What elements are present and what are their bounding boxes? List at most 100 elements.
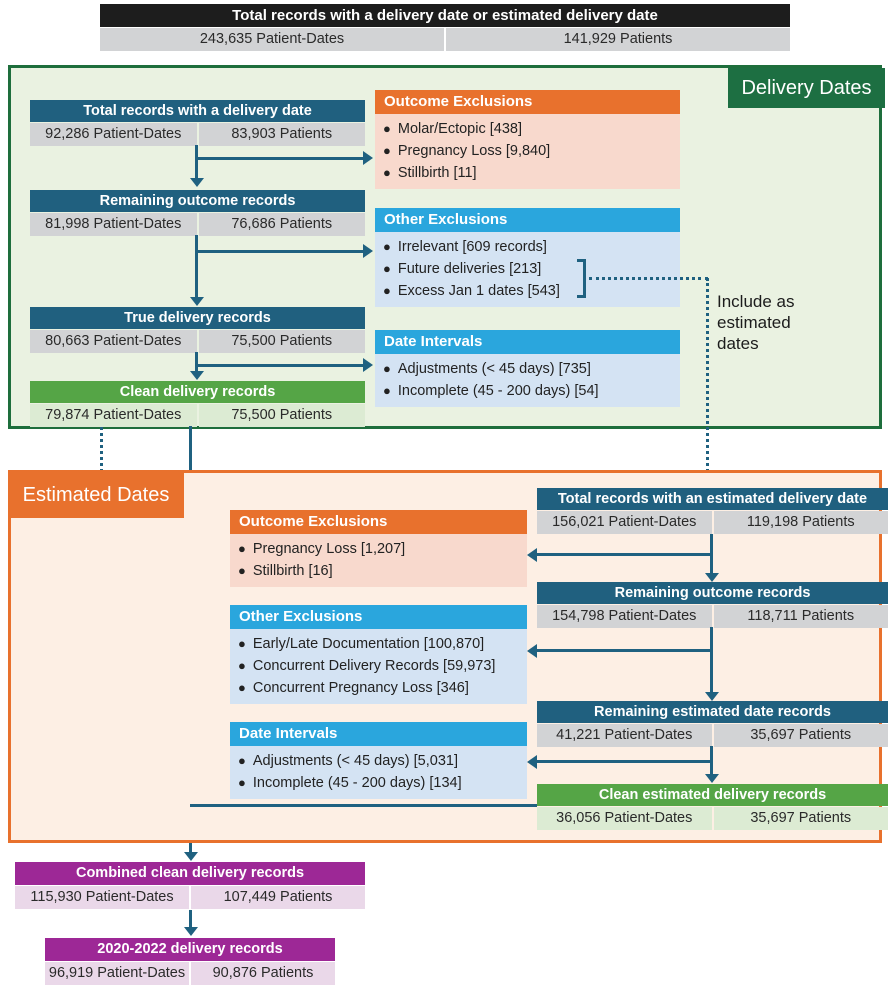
exclusion-item: ●Adjustments (< 45 days) [735] [383,361,591,377]
arrow-left [527,755,537,769]
estimated-date-intervals: Date Intervals ●Adjustments (< 45 days) … [230,722,527,799]
arrow-line [710,627,713,692]
exclusion-item: ●Stillbirth [11] [383,165,477,181]
value-patient-dates: 80,663 Patient-Dates [30,330,197,353]
bullet-icon: ● [238,563,246,578]
value-patients: 75,500 Patients [198,330,365,353]
arrow-down [190,297,204,306]
bullet-icon: ● [383,143,391,158]
arrow-line [195,145,198,178]
bullet-icon: ● [383,261,391,276]
summary-patient-dates: 243,635 Patient-Dates [100,28,444,51]
value-patient-dates: 81,998 Patient-Dates [30,213,197,236]
exclusion-item: ●Concurrent Delivery Records [59,973] [238,658,496,674]
exclusion-title: Date Intervals [230,722,527,746]
arrow-right [363,358,373,372]
value-patients: 107,449 Patients [191,886,365,909]
exclusion-title: Outcome Exclusions [230,510,527,534]
value-patients: 119,198 Patients [713,511,888,534]
value-patient-dates: 96,919 Patient-Dates [45,962,189,985]
exclusion-item: ●Molar/Ectopic [438] [383,121,522,137]
bullet-icon: ● [383,383,391,398]
bullet-icon: ● [238,680,246,695]
exclusion-title: Date Intervals [375,330,680,354]
exclusion-item: ●Excess Jan 1 dates [543] [383,283,560,299]
box-true-delivery: True delivery records 80,663 Patient-Dat… [30,307,365,353]
arrow-right [363,244,373,258]
value-patients: 83,903 Patients [198,123,365,146]
arrow-line [196,157,363,160]
bullet-icon: ● [383,239,391,254]
bracket [577,259,586,298]
value-patient-dates: 156,021 Patient-Dates [537,511,712,534]
value-patient-dates: 92,286 Patient-Dates [30,123,197,146]
value-patients: 118,711 Patients [713,605,888,628]
exclusion-item: ●Pregnancy Loss [9,840] [383,143,551,159]
arrow-left [527,644,537,658]
summary-patients: 141,929 Patients [446,28,790,51]
box-est-remaining-outcome: Remaining outcome records 154,798 Patien… [537,582,888,628]
arrow-line [535,649,712,652]
exclusion-item: ●Incomplete (45 - 200 days) [54] [383,383,599,399]
value-patient-dates: 154,798 Patient-Dates [537,605,712,628]
box-total-estimated: Total records with an estimated delivery… [537,488,888,534]
estimated-dates-label: Estimated Dates [8,473,184,518]
summary-header: Total records with a delivery date or es… [100,4,790,51]
box-title: Remaining outcome records [537,582,888,604]
box-clean-delivery: Clean delivery records 79,874 Patient-Da… [30,381,365,427]
exclusion-item: ●Stillbirth [16] [238,563,333,579]
bullet-icon: ● [383,121,391,136]
dotted-connector-v [706,278,709,477]
box-title: Remaining outcome records [30,190,365,212]
arrow-line [196,250,363,253]
box-remaining-outcome: Remaining outcome records 81,998 Patient… [30,190,365,236]
arrow-left [527,548,537,562]
exclusion-item: ●Adjustments (< 45 days) [5,031] [238,753,458,769]
box-title: Clean estimated delivery records [537,784,888,806]
arrow-down [184,852,198,861]
arrow-line [189,910,192,927]
box-title: Clean delivery records [30,381,365,403]
box-title: Combined clean delivery records [15,862,365,885]
value-patients: 75,500 Patients [198,404,365,427]
box-2020-2022: 2020-2022 delivery records 96,919 Patien… [45,938,335,985]
arrow-down [190,178,204,187]
box-total-delivery: Total records with a delivery date 92,28… [30,100,365,146]
box-est-remaining-date: Remaining estimated date records 41,221 … [537,701,888,747]
exclusion-item: ●Incomplete (45 - 200 days) [134] [238,775,462,791]
value-patient-dates: 79,874 Patient-Dates [30,404,197,427]
box-title: Total records with a delivery date [30,100,365,122]
value-patients: 35,697 Patients [713,807,888,830]
arrow-down [705,774,719,783]
exclusion-item: ●Pregnancy Loss [1,207] [238,541,406,557]
delivery-other-exclusions: Other Exclusions ●Irrelevant [609 record… [375,208,680,307]
arrow-down [190,371,204,380]
box-clean-estimated: Clean estimated delivery records 36,056 … [537,784,888,830]
summary-title: Total records with a delivery date or es… [100,4,790,27]
exclusion-item: ●Irrelevant [609 records] [383,239,547,255]
delivery-dates-label: Delivery Dates [728,68,885,108]
arrow-line [195,352,198,372]
arrow-line [196,364,363,367]
arrow-line [535,760,712,763]
connector-clean-estimated [190,804,537,807]
bullet-icon: ● [383,165,391,180]
exclusion-title: Other Exclusions [230,605,527,629]
bullet-icon: ● [238,541,246,556]
arrow-down [705,573,719,582]
exclusion-item: ●Future deliveries [213] [383,261,542,277]
value-patients: 90,876 Patients [191,962,335,985]
exclusion-title: Other Exclusions [375,208,680,232]
value-patient-dates: 115,930 Patient-Dates [15,886,189,909]
arrow-down [184,927,198,936]
value-patients: 76,686 Patients [198,213,365,236]
exclusion-item: ●Concurrent Pregnancy Loss [346] [238,680,469,696]
bullet-icon: ● [383,283,391,298]
exclusion-title: Outcome Exclusions [375,90,680,114]
delivery-date-intervals: Date Intervals ●Adjustments (< 45 days) … [375,330,680,407]
bullet-icon: ● [238,636,246,651]
bullet-icon: ● [238,753,246,768]
bullet-icon: ● [238,775,246,790]
delivery-outcome-exclusions: Outcome Exclusions ●Molar/Ectopic [438] … [375,90,680,189]
